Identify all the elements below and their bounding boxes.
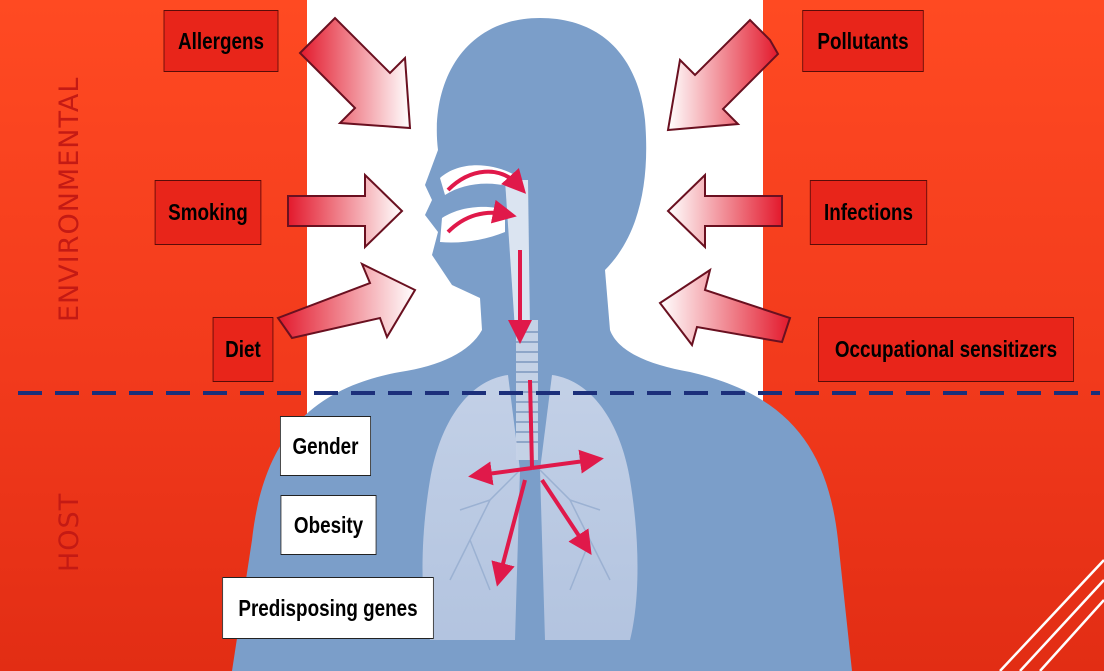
obesity-box: Obesity [281, 495, 377, 555]
allergens-box: Allergens [164, 10, 279, 72]
diet-arrow [278, 264, 415, 338]
genes-box: Predisposing genes [222, 577, 434, 639]
smoking-box: Smoking [155, 180, 262, 245]
environmental-side-label: ENVIRONMENTAL [54, 77, 85, 322]
host-side-label: HOST [54, 493, 85, 572]
body-silhouette [232, 18, 852, 671]
occupational-arrow [660, 270, 790, 345]
pollutants-box: Pollutants [802, 10, 923, 72]
allergens-arrow [300, 18, 410, 128]
pollutants-arrow [668, 20, 778, 130]
diet-box: Diet [213, 317, 274, 382]
smoking-arrow [288, 175, 402, 247]
decorative-corner-lines [1000, 560, 1104, 671]
infections-box: Infections [810, 180, 927, 245]
infections-arrow [668, 175, 782, 247]
occupational-box: Occupational sensitizers [818, 317, 1074, 382]
gender-box: Gender [280, 416, 371, 476]
